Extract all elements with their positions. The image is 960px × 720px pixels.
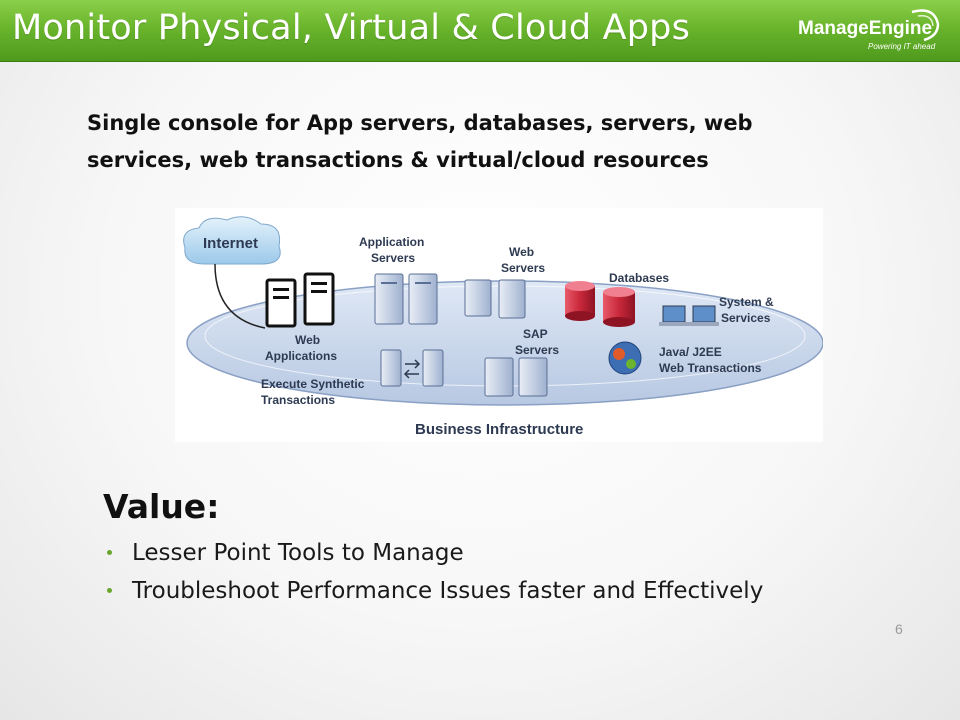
synthetic-label-1: Execute Synthetic	[261, 377, 365, 391]
internet-label: Internet	[203, 235, 258, 252]
page-number: 6	[895, 621, 903, 637]
infrastructure-diagram: Internet Web Applications Application Se…	[175, 208, 824, 442]
header-bar: Monitor Physical, Virtual & Cloud Apps M…	[0, 0, 960, 62]
list-item: Lesser Point Tools to Manage	[104, 536, 763, 574]
sap-label-2: Servers	[515, 343, 559, 357]
web-servers-label-2: Servers	[501, 261, 545, 275]
logo-swirl-icon	[911, 9, 940, 42]
java-label-2: Web Transactions	[659, 361, 762, 375]
value-list: Lesser Point Tools to Manage Troubleshoo…	[104, 536, 763, 612]
sap-label-1: SAP	[523, 327, 548, 341]
sap-servers-icon	[484, 357, 548, 397]
web-apps-label-2: Applications	[265, 349, 337, 363]
slide-subtitle: Single console for App servers, database…	[87, 111, 753, 172]
logo-name: ManageEngine	[798, 18, 933, 39]
app-servers-label-1: Application	[359, 235, 424, 249]
system-services-label-2: Services	[721, 311, 771, 325]
manageengine-logo: ManageEngine Powering IT ahead	[798, 8, 948, 54]
web-applications-icon	[265, 272, 335, 328]
java-transactions-icon	[608, 341, 642, 375]
app-servers-label-2: Servers	[371, 251, 415, 265]
web-servers-icon	[464, 279, 526, 319]
synthetic-label-2: Transactions	[261, 393, 335, 407]
list-item: Troubleshoot Performance Issues faster a…	[104, 574, 763, 612]
databases-label: Databases	[609, 271, 669, 285]
synthetic-transactions-icon	[380, 349, 444, 387]
system-services-icon	[659, 305, 719, 326]
value-item-text: Troubleshoot Performance Issues faster a…	[132, 578, 764, 604]
web-servers-label-1: Web	[509, 245, 534, 259]
value-item-text: Lesser Point Tools to Manage	[132, 540, 464, 566]
web-apps-label-1: Web	[295, 333, 320, 347]
value-heading: Value:	[103, 487, 220, 526]
slide-title: Monitor Physical, Virtual & Cloud Apps	[12, 8, 691, 48]
bullet-icon	[107, 550, 112, 555]
bullet-icon	[107, 588, 112, 593]
system-services-label-1: System &	[719, 295, 774, 309]
logo-tagline: Powering IT ahead	[868, 42, 936, 51]
java-label-1: Java/ J2EE	[659, 345, 722, 359]
application-servers-icon	[374, 273, 438, 325]
databases-icon	[565, 281, 635, 327]
business-infrastructure-label: Business Infrastructure	[415, 421, 583, 438]
